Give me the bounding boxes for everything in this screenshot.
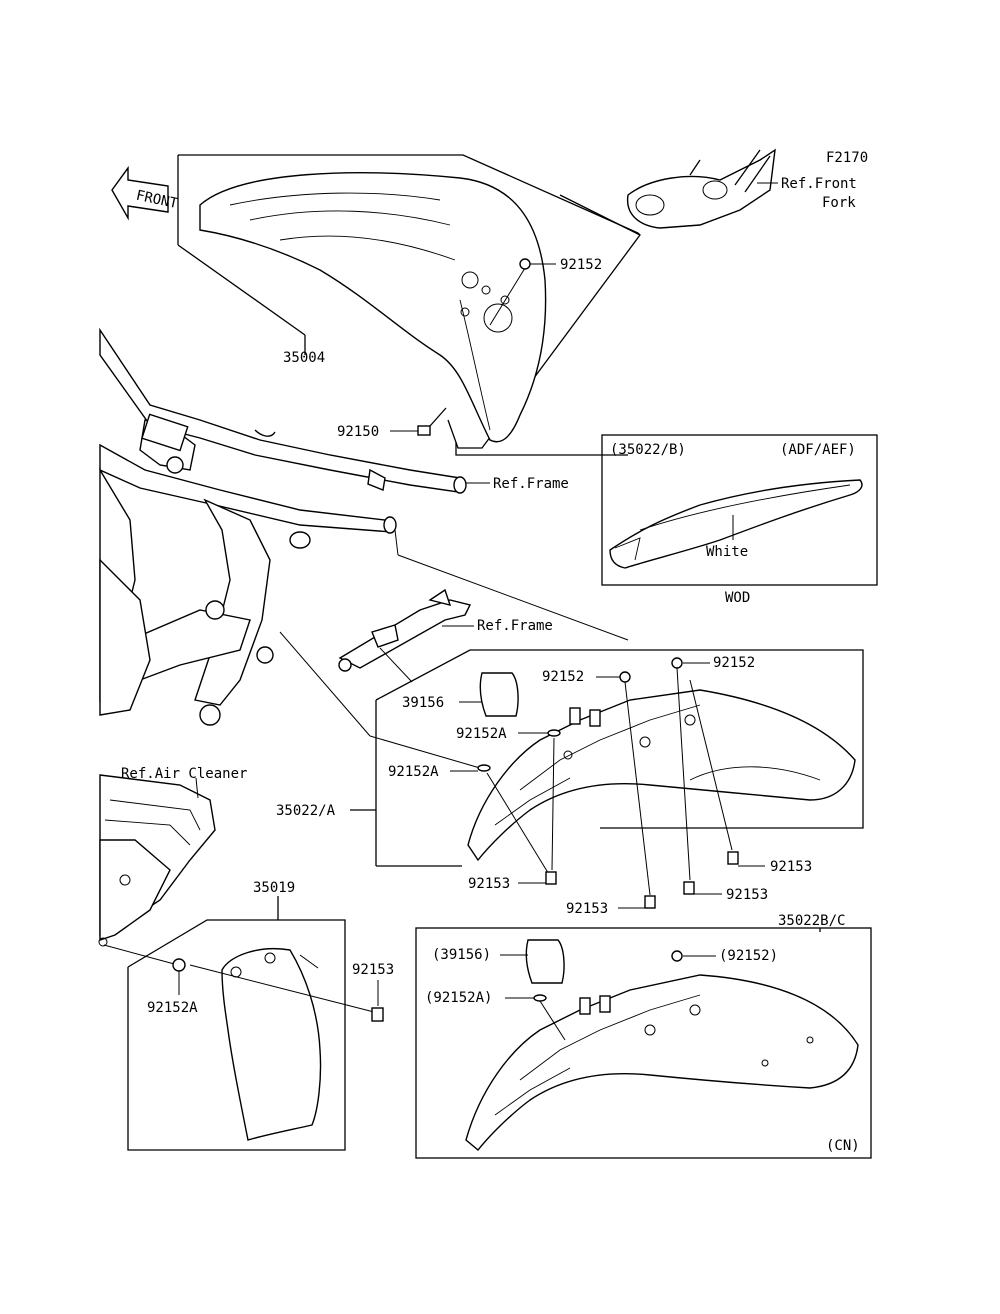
frame-ref: Ref.Frame	[99, 327, 629, 769]
rear-frame-bracket: Ref.Frame	[338, 588, 553, 683]
label-92152-a: 92152	[542, 669, 584, 685]
rear-fender-group-35022bc: 35022B/C (39156) (92152) (92152A) (CN)	[415, 913, 872, 1159]
label-ref-frame-1: Ref.Frame	[493, 476, 569, 492]
bolt-92153-icon	[618, 895, 656, 909]
label-35022BC: 35022B/C	[778, 913, 845, 929]
label-35004: 35004	[283, 350, 325, 366]
washer-92152-icon	[519, 258, 531, 270]
front-fender	[199, 172, 547, 443]
label-ref-front-fork: Ref.Front	[781, 176, 857, 192]
reflector-39156-icon	[525, 939, 565, 984]
label-35022A: 35022/A	[276, 803, 336, 819]
rear-fender-bc	[465, 974, 859, 1151]
grommet-92152A-icon	[172, 958, 186, 972]
bolt-92153-icon	[727, 851, 765, 867]
label-92152A-1: 92152A	[456, 726, 507, 742]
bolt-92153-icon	[518, 871, 557, 885]
label-92153-4: 92153	[566, 901, 608, 917]
air-cleaner-ref: Ref.Air Cleaner	[98, 766, 247, 966]
label-ref-front-fork-2: Fork	[822, 195, 856, 211]
label-92152-top: 92152	[560, 257, 602, 273]
label-92152A-3: 92152A	[147, 1000, 198, 1016]
label-ref-frame-2: Ref.Frame	[477, 618, 553, 634]
label-92152A-paren: (92152A)	[425, 990, 492, 1006]
reflector-39156-icon	[479, 672, 519, 717]
label-92152-paren: (92152)	[719, 948, 778, 964]
label-92153-2: 92153	[726, 887, 768, 903]
label-cn: (CN)	[826, 1138, 860, 1154]
rear-fender-group-35022a: 39156 92152 92152 92152A 92152A 35022/A …	[276, 649, 864, 917]
bolt-92153-icon	[371, 1007, 384, 1022]
front-fender-group: 92152 92150 35004	[177, 154, 641, 456]
mudflap	[221, 948, 322, 1141]
label-39156-paren: (39156)	[432, 947, 491, 963]
label-92150: 92150	[337, 424, 379, 440]
label-92153-1: 92153	[770, 859, 812, 875]
inset-caption: WOD	[725, 590, 750, 606]
front-fork-bracket: Ref.Front Fork	[626, 148, 857, 229]
rear-fender-a	[467, 689, 856, 862]
inset-market: (ADF/AEF)	[780, 442, 856, 458]
inset-code: (35022/B)	[610, 442, 686, 458]
inset-35022b: (35022/B) (ADF/AEF) White WOD	[601, 434, 878, 606]
label-35019: 35019	[253, 880, 295, 896]
inset-color: White	[706, 544, 748, 560]
bolt-92153-icon	[683, 881, 722, 895]
bolt-92150-icon	[417, 407, 447, 436]
label-92152A-2: 92152A	[388, 764, 439, 780]
figure-code: F2170	[826, 150, 868, 166]
label-39156: 39156	[402, 695, 444, 711]
mudflap-group-35019: 35019 92152A 92153	[127, 880, 394, 1151]
label-ref-air-cleaner: Ref.Air Cleaner	[121, 766, 247, 782]
label-92153-3: 92153	[468, 876, 510, 892]
front-arrow-icon: FRONT	[111, 165, 180, 221]
label-92152-b: 92152	[713, 655, 755, 671]
label-92153-5: 92153	[352, 962, 394, 978]
